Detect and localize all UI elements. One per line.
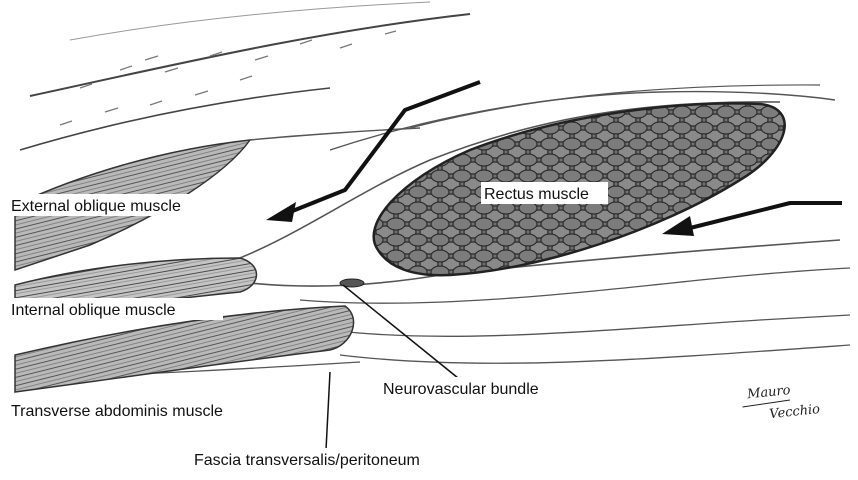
label-transverse-abdominis-text: Transverse abdominis muscle	[11, 403, 223, 420]
label-transverse-abdominis: Transverse abdominis muscle	[8, 399, 278, 421]
signature-line1: Mauro	[745, 383, 791, 403]
subcutaneous-layer	[20, 0, 470, 150]
label-rectus: Rectus muscle	[481, 182, 608, 204]
label-external-oblique-text: External oblique muscle	[11, 198, 181, 215]
label-rectus-text: Rectus muscle	[484, 186, 589, 203]
label-internal-oblique: Internal oblique muscle	[8, 298, 223, 320]
label-neurovascular-bundle: Neurovascular bundle	[380, 377, 575, 399]
artist-signature: Mauro Vecchio	[740, 380, 820, 425]
label-fascia-text: Fascia transversalis/peritoneum	[194, 452, 420, 469]
label-external-oblique: External oblique muscle	[8, 194, 228, 216]
label-fascia: Fascia transversalis/peritoneum	[191, 448, 496, 470]
signature-line2: Vecchio	[769, 402, 821, 422]
label-neurovascular-bundle-text: Neurovascular bundle	[383, 381, 539, 398]
label-internal-oblique-text: Internal oblique muscle	[11, 302, 176, 319]
